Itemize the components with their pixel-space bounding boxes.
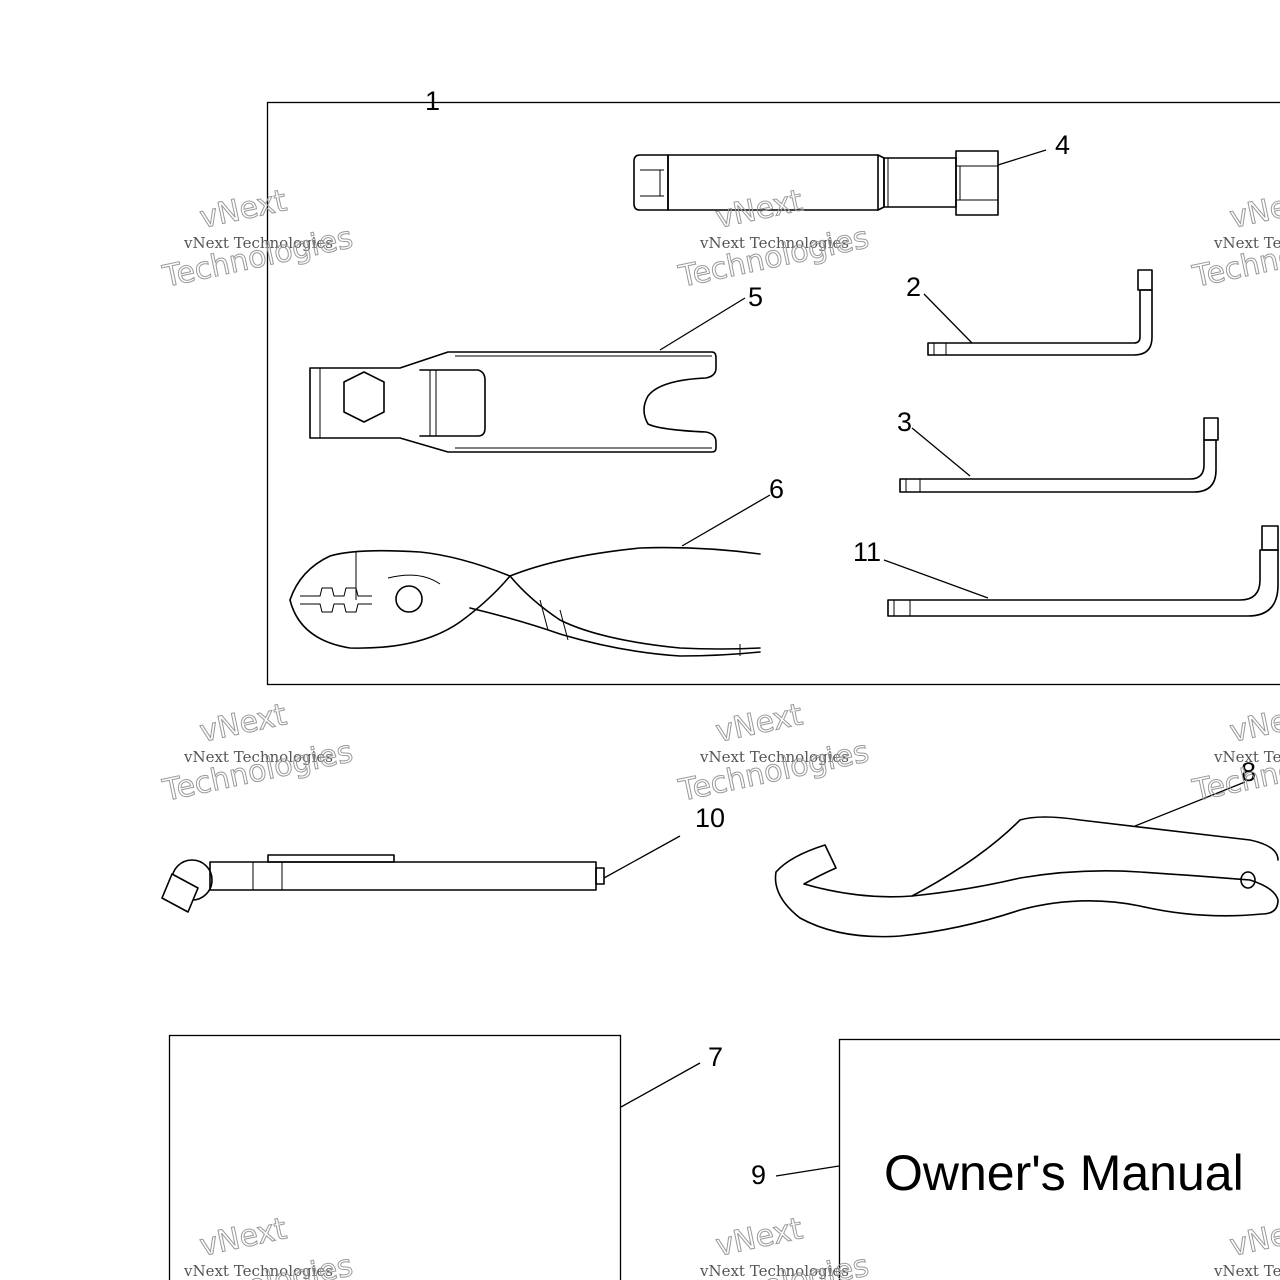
callout-5: 5	[748, 282, 763, 312]
watermark-mid-center: vNext vNext Technologies Technologies	[675, 697, 873, 810]
svg-text:Technologies: Technologies	[675, 734, 872, 809]
svg-text:vNext Technologies: vNext Technologies	[183, 1262, 333, 1280]
tool-kit-box	[266, 101, 1280, 686]
svg-text:vNext Technologies: vNext Technologies	[1213, 234, 1280, 252]
svg-text:vNext Technologies: vNext Technologies	[183, 234, 333, 252]
owners-manual-title: Owner's Manual	[884, 1145, 1244, 1201]
document-box-part-7	[168, 1034, 622, 1280]
watermark-top-center: vNext vNext Technologies Technologies	[675, 183, 873, 296]
svg-text:vNext Technologies: vNext Technologies	[699, 1262, 849, 1280]
svg-text:vNext Technologies: vNext Technologies	[699, 748, 849, 766]
svg-text:vNext: vNext	[713, 1211, 806, 1264]
svg-text:vNext: vNext	[1227, 183, 1280, 236]
callout-3: 3	[897, 407, 912, 437]
svg-text:vNext: vNext	[713, 183, 806, 236]
hex-key-part-3	[899, 417, 1219, 493]
callout-8: 8	[1241, 757, 1256, 787]
hex-key-part-2	[927, 269, 1153, 356]
svg-text:vNext Technologies: vNext Technologies	[1213, 1262, 1280, 1280]
svg-text:vNext: vNext	[197, 1211, 290, 1264]
combination-wrench-part-5	[309, 351, 717, 453]
callout-11: 11	[853, 537, 881, 567]
socket-wrench-part-4	[633, 150, 999, 216]
watermark-bottom-center: vNext vNext Technologies Technologies	[675, 1211, 873, 1280]
svg-text:vNext: vNext	[197, 697, 290, 750]
svg-text:Technologies: Technologies	[159, 734, 356, 809]
callout-4: 4	[1055, 130, 1070, 160]
svg-text:vNext Technologies: vNext Technologies	[1213, 748, 1280, 766]
spanner-wrench-part-8	[774, 816, 1279, 938]
svg-text:vNext: vNext	[1227, 697, 1280, 750]
callout-7: 7	[708, 1042, 723, 1072]
callout-6: 6	[769, 474, 784, 504]
pliers-part-6	[289, 546, 761, 657]
watermark-mid-left: vNext vNext Technologies Technologies	[159, 697, 357, 810]
tire-gauge-part-10	[161, 854, 605, 913]
svg-text:vNext: vNext	[197, 183, 290, 236]
watermark-bottom-left: vNext vNext Technologies Technologies	[159, 1211, 357, 1280]
owners-manual-part-9	[838, 1038, 1280, 1280]
watermark-top-left: vNext vNext Technologies Technologies	[159, 183, 357, 296]
watermark-mid-right: vNext vNext Technologies Technologies	[1189, 697, 1280, 810]
watermark-bottom-right: vNext vNext Technologies Technologies	[1189, 1211, 1280, 1280]
svg-text:vNext Technologies: vNext Technologies	[183, 748, 333, 766]
watermark-top-right: vNext vNext Technologies Technologies	[1189, 183, 1280, 296]
svg-text:vNext: vNext	[1227, 1211, 1280, 1264]
svg-text:Technologies: Technologies	[675, 220, 872, 295]
svg-text:vNext: vNext	[713, 697, 806, 750]
callout-1: 1	[425, 86, 440, 116]
callout-9: 9	[751, 1160, 766, 1190]
svg-text:vNext Technologies: vNext Technologies	[699, 234, 849, 252]
svg-text:Technologies: Technologies	[159, 220, 356, 295]
callout-2: 2	[906, 272, 921, 302]
hex-key-part-11	[887, 525, 1279, 617]
callout-10: 10	[695, 803, 725, 833]
